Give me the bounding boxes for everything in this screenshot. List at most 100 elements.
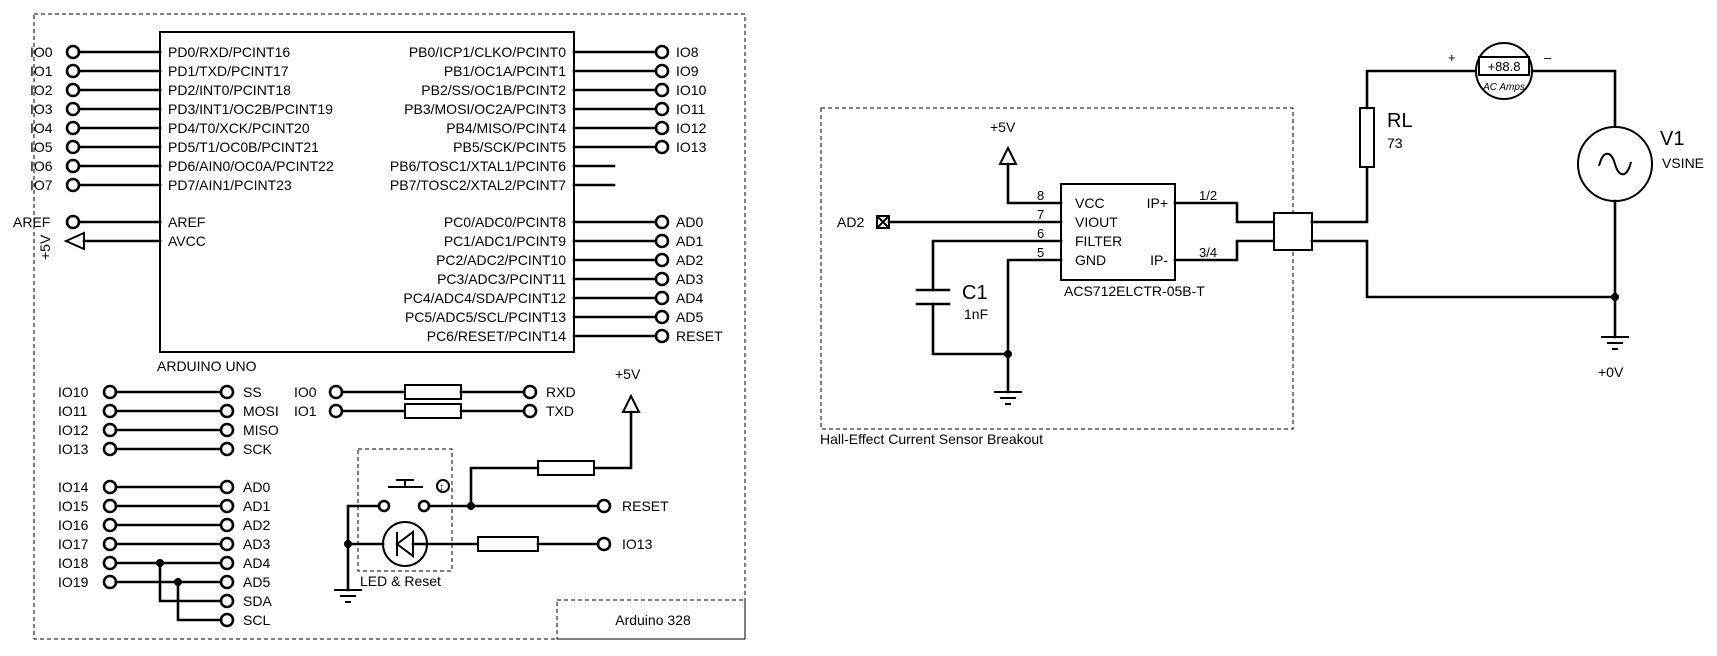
reset-term-label: RESET <box>622 498 669 514</box>
term-label: IO6 <box>30 158 53 174</box>
map-right-label: AD5 <box>243 574 270 590</box>
avcc-pin-label: AVCC <box>168 233 206 249</box>
pin-row-io7: IO7 PD7/AIN1/PCINT23 <box>30 177 292 193</box>
pin-label: PB4/MISO/PCINT4 <box>446 120 566 136</box>
map-left-label: IO18 <box>58 555 89 571</box>
frame-title-block <box>556 599 746 640</box>
ammeter-minus-label: – <box>1544 50 1552 65</box>
pin-number: 8 <box>1037 188 1044 203</box>
sensor-group <box>820 107 1294 430</box>
pin-row-io11: PB3/MOSI/OC2A/PCINT3 IO11 <box>404 101 705 117</box>
map-left-label: IO16 <box>58 517 89 533</box>
pin-label: PD5/T1/OC0B/PCINT21 <box>168 139 319 155</box>
junction-dot <box>344 540 352 548</box>
pin-row-ad1: PC1/ADC1/PCINT9 AD1 <box>444 233 704 249</box>
map-row: IO19 AD5 <box>58 574 270 590</box>
term-label: IO3 <box>30 101 53 117</box>
pin-row-io13: PB5/SCK/PCINT5 IO13 <box>453 139 706 155</box>
resistor-icon <box>404 403 462 419</box>
ground-icon <box>1601 336 1629 350</box>
term-label: IO11 <box>676 101 706 117</box>
resistor-icon <box>404 384 462 400</box>
rl-value: 73 <box>1387 135 1403 151</box>
pin-row-io2: IO2 PD2/INT0/PCINT18 <box>30 82 291 98</box>
source-name: V1 <box>1660 128 1684 150</box>
uart-mapping: IO0 RXD IO1 TXD <box>294 384 576 419</box>
port-d-left: IO0 PD0/RXD/PCINT16 IO1 PD1/TXD/PCINT17 … <box>30 44 334 193</box>
junction-dot <box>1611 293 1619 301</box>
pin-label: PD3/INT1/OC2B/PCINT19 <box>168 101 333 117</box>
map-left-label: IO12 <box>58 422 89 438</box>
pin-row-pb7: PB7/TOSC2/XTAL2/PCINT7 <box>390 177 616 193</box>
map-row: IO15 AD1 <box>58 498 270 514</box>
pin-row-ad5: PC5/ADC5/SCL/PCINT13 AD5 <box>405 309 704 325</box>
map-row: IO11 MOSI <box>58 403 279 419</box>
pin-label: PD4/T0/XCK/PCINT20 <box>168 120 310 136</box>
ground-icon <box>334 589 362 603</box>
map-right-label: MISO <box>243 422 279 438</box>
ground-label: +0V <box>1598 364 1624 380</box>
connector-icon <box>1273 212 1313 251</box>
sensor-group-label: Hall-Effect Current Sensor Breakout <box>820 431 1043 447</box>
button-indicator-glyph: ↕ <box>439 482 444 493</box>
cap-name: C1 <box>962 282 988 304</box>
map-row: IO14 AD0 <box>58 479 270 495</box>
map-right-label: SCL <box>243 612 270 628</box>
sensor-input-label: AD2 <box>837 214 864 230</box>
pin-number: 6 <box>1037 226 1044 241</box>
term-label: IO7 <box>30 177 53 193</box>
pin-label: PB5/SCK/PCINT5 <box>453 139 566 155</box>
term-label: IO12 <box>676 120 707 136</box>
pin-label: PB1/OC1A/PCINT1 <box>444 63 566 79</box>
analog-mapping: IO14 AD0 IO15 AD1 IO16 AD2 IO17 AD3 IO18… <box>58 479 272 628</box>
pin-row-reset: PC6/RESET/PCINT14 RESET <box>427 328 723 344</box>
pin-label: PD7/AIN1/PCINT23 <box>168 177 292 193</box>
avcc-power-label: +5V <box>37 234 53 260</box>
scl-row: SCL <box>219 612 270 628</box>
led-reset-group <box>357 448 453 572</box>
pin-row-io10: PB2/SS/OC1B/PCINT2 IO10 <box>421 82 706 98</box>
map-row: IO0 RXD <box>294 384 576 400</box>
map-row: IO18 AD4 <box>58 555 270 571</box>
pin-row-ad0: PC0/ADC0/PCINT8 AD0 <box>444 214 704 230</box>
power-label: +5V <box>615 366 641 382</box>
term-label: IO1 <box>30 63 53 79</box>
pin-label: PB7/TOSC2/XTAL2/PCINT7 <box>390 177 566 193</box>
button-indicator-icon <box>436 479 450 493</box>
term-label: AD1 <box>676 233 703 249</box>
ammeter-plus-label: + <box>1448 50 1456 65</box>
resistor-icon <box>477 536 539 552</box>
term-label: AD5 <box>676 309 703 325</box>
ground-icon <box>994 391 1022 405</box>
resistor-icon <box>537 460 595 476</box>
map-row: IO13 SCK <box>58 441 272 457</box>
map-right-label: MOSI <box>243 403 279 419</box>
map-left-label: IO19 <box>58 574 89 590</box>
power-arrow-icon <box>621 393 641 413</box>
pin-label: PB0/ICP1/CLKO/PCINT0 <box>409 44 566 60</box>
term-label: IO8 <box>676 44 699 60</box>
pin-row-io1: IO1 PD1/TXD/PCINT17 <box>30 63 289 79</box>
avcc-row: +5V AVCC <box>37 231 206 260</box>
pin-label: PC6/RESET/PCINT14 <box>427 328 566 344</box>
map-row: IO17 AD3 <box>58 536 270 552</box>
arduino-chip-name: ARDUINO UNO <box>157 358 257 374</box>
source-type: VSINE <box>1662 155 1704 171</box>
arduino-chip-body <box>159 31 575 353</box>
power-arrow-icon <box>63 231 85 251</box>
map-left-label: IO15 <box>58 498 89 514</box>
pin-row-io5: IO5 PD5/T1/OC0B/PCINT21 <box>30 139 319 155</box>
led-term-label: IO13 <box>622 536 653 552</box>
map-row: IO10 SS <box>58 384 262 400</box>
pin-name: IP+ <box>1147 195 1168 211</box>
map-right-label: SCK <box>243 441 272 457</box>
spi-mapping: IO10 SS IO11 MOSI IO12 MISO IO13 SCK <box>58 384 279 457</box>
pin-label: PC2/ADC2/PCINT10 <box>436 252 566 268</box>
pin-label: PC1/ADC1/PCINT9 <box>444 233 566 249</box>
pin-number: 3/4 <box>1199 245 1217 260</box>
junction-dot <box>1004 350 1012 358</box>
term-label: AD3 <box>676 271 703 287</box>
pin-number: 5 <box>1037 245 1044 260</box>
map-right-label: SDA <box>243 593 272 609</box>
aref-term-label: AREF <box>13 214 50 230</box>
